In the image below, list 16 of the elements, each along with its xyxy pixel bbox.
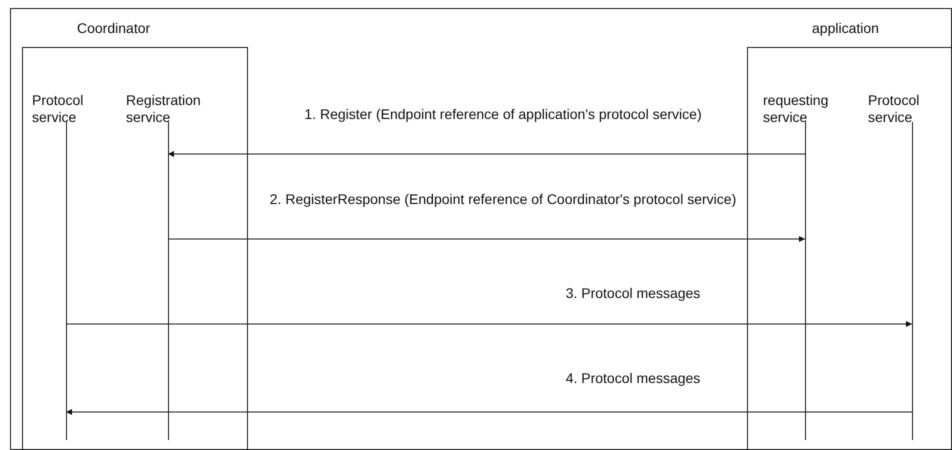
participant-label: requesting service [763,92,830,126]
participant-group-box [22,47,248,450]
message-label: 3. Protocol messages [564,284,702,302]
message-label: 4. Protocol messages [564,369,702,387]
participant-label: Protocol service [868,92,920,126]
message-arrow [66,409,912,415]
participant-label: Protocol service [32,92,84,126]
message-label: 1. Register (Endpoint reference of application's protocol service) [303,105,703,123]
participant-group-box [747,47,952,450]
group-heading: application [812,20,879,36]
message-arrow [168,236,806,242]
group-heading: Coordinator [77,20,150,36]
message-arrow [66,321,912,327]
participant-label: Registration service [126,92,202,126]
message-label: 2. RegisterResponse (Endpoint reference of Coordinator's protocol service) [268,190,738,208]
message-arrow [168,151,806,157]
